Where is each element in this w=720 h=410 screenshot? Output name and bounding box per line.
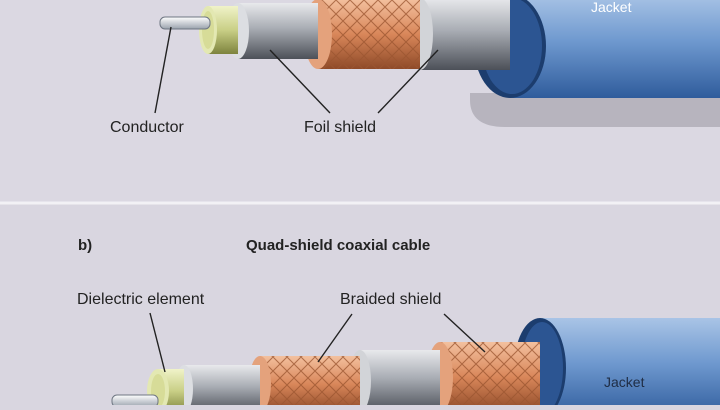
cable-b-jacket bbox=[514, 318, 720, 410]
cable-b-foil-outer bbox=[349, 350, 440, 410]
cable-a-braid bbox=[304, 0, 420, 69]
leader-b-dielectric bbox=[149, 312, 166, 373]
leader-a-foil-2 bbox=[377, 49, 439, 114]
label-a-foil-shield: Foil shield bbox=[304, 119, 376, 136]
label-b-braided-shield: Braided shield bbox=[340, 291, 441, 308]
panel-b-letter: b) bbox=[78, 237, 92, 254]
leader-a-foil-1 bbox=[269, 49, 331, 114]
cable-a bbox=[159, 0, 720, 127]
cable-b-braid-outer bbox=[427, 342, 540, 410]
cable-a-foil-inner bbox=[227, 3, 318, 59]
label-b-jacket: Jacket bbox=[604, 374, 645, 390]
cable-a-dielectric bbox=[199, 6, 238, 54]
cable-a-foil-outer bbox=[407, 0, 510, 70]
panel-b-title: Quad-shield coaxial cable bbox=[246, 237, 430, 254]
cable-a-conductor bbox=[159, 16, 211, 30]
leader-b-braid-1 bbox=[317, 313, 353, 363]
leader-b-braid-2 bbox=[443, 313, 486, 353]
label-a-jacket: Jacket bbox=[591, 0, 632, 15]
label-a-conductor: Conductor bbox=[110, 119, 184, 136]
label-b-dielectric: Dielectric element bbox=[77, 291, 205, 308]
cable-b-foil-inner bbox=[175, 365, 260, 410]
cable-b bbox=[111, 318, 720, 410]
cable-b-conductor bbox=[111, 394, 159, 408]
leader-a-conductor bbox=[154, 26, 172, 114]
cable-b-braid-inner bbox=[249, 356, 360, 410]
cable-a-shadow bbox=[470, 93, 720, 127]
